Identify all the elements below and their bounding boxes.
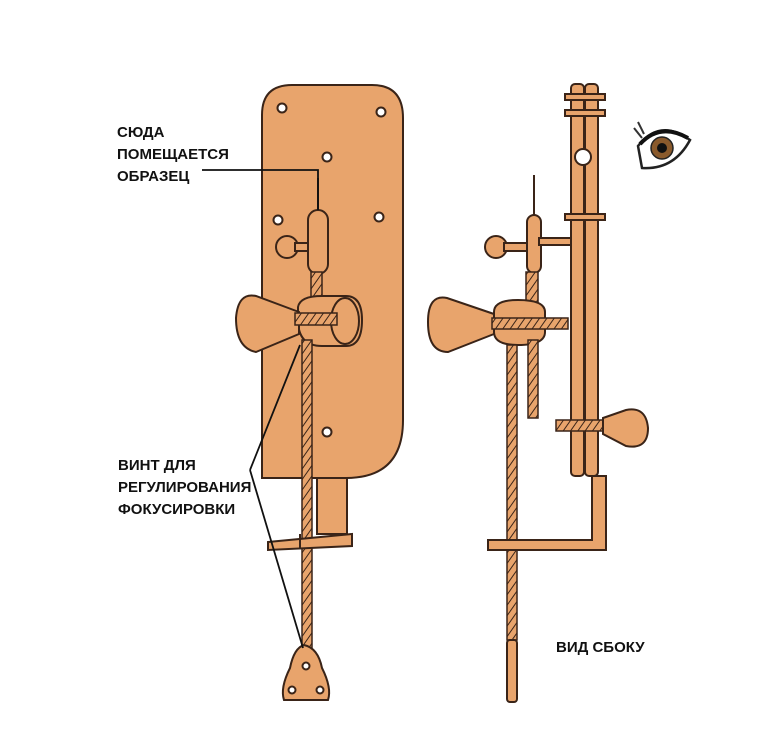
side-screw-shaft xyxy=(527,339,539,419)
front-plate xyxy=(261,84,404,479)
side-horn xyxy=(426,296,495,354)
focus-screw-label: ВИНТ ДЛЯ РЕГУЛИРОВАНИЯ ФОКУСИРОВКИ xyxy=(118,457,252,518)
horn-handle xyxy=(234,294,300,354)
side-plate xyxy=(570,83,585,477)
side-view xyxy=(426,83,650,703)
leader-lines xyxy=(202,169,319,649)
front-view xyxy=(234,84,404,701)
side-lens xyxy=(574,148,592,166)
rivet-hole xyxy=(321,151,333,163)
specimen-label: СЮДА ПОМЕЩАЕТСЯ ОБРАЗЕЦ xyxy=(117,124,229,185)
rivet-hole xyxy=(272,214,284,226)
side-view-label: ВИД СБОКУ xyxy=(556,639,645,656)
eye-icon xyxy=(633,121,692,170)
screw-leader xyxy=(249,344,301,471)
rivet-hole xyxy=(276,102,288,114)
focus-screw-shaft xyxy=(301,339,313,651)
rivet-hole xyxy=(375,106,387,118)
specimen-holder xyxy=(307,209,329,275)
side-bracket xyxy=(487,475,607,551)
rivet-hole xyxy=(321,426,333,438)
lower-bracket xyxy=(316,477,348,535)
specimen-leader xyxy=(202,169,319,210)
rivet-hole xyxy=(373,211,385,223)
